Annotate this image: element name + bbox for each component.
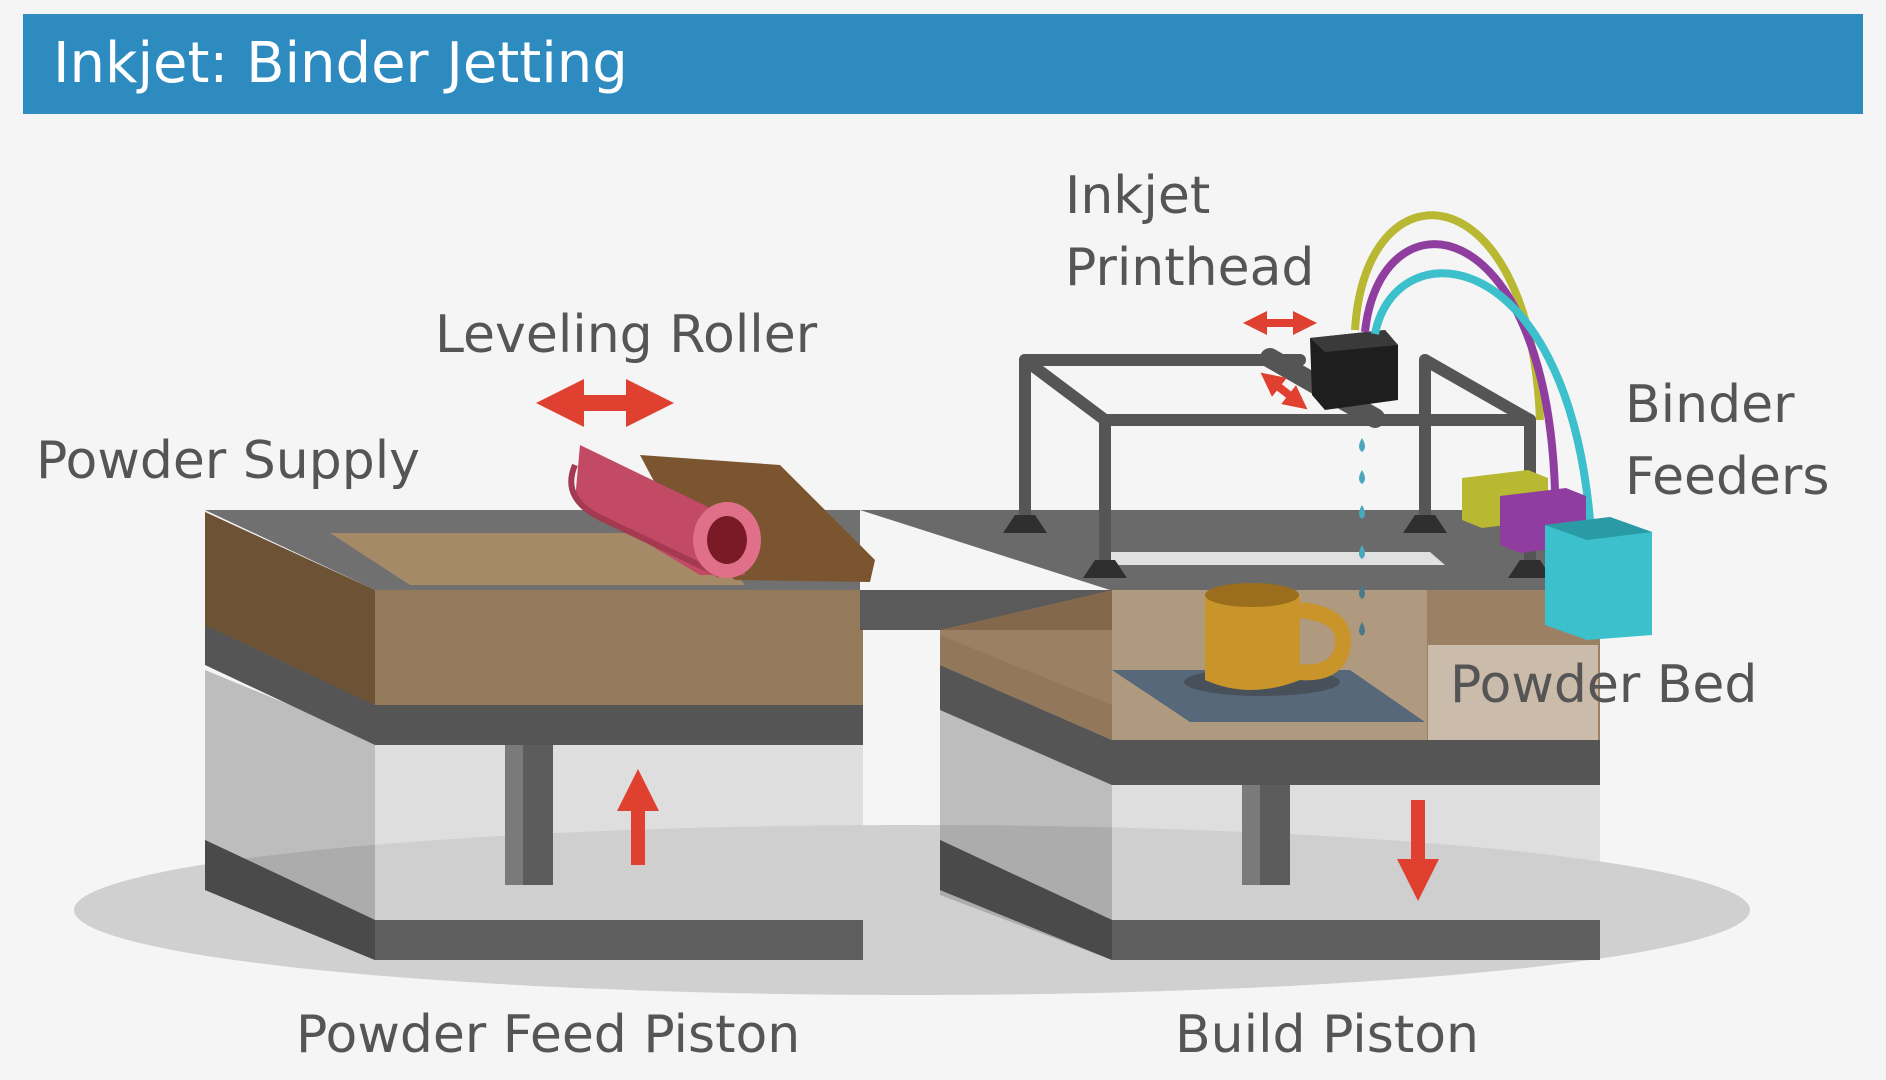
- inkjet-printhead-label-line1: Inkjet: [1065, 166, 1210, 226]
- gantry-feet: [1003, 515, 1552, 578]
- binder-feeders-label-line1: Binder: [1625, 375, 1795, 435]
- binder-feeders: [1351, 211, 1652, 640]
- leveling-roller-label: Leveling Roller: [435, 305, 818, 365]
- title-bar: Inkjet: Binder Jetting: [23, 14, 1863, 114]
- inkjet-printhead: [1310, 330, 1398, 410]
- binder-feeders-label-line2: Feeders: [1625, 447, 1830, 507]
- powder-supply-label: Powder Supply: [36, 431, 420, 491]
- page-title: Inkjet: Binder Jetting: [53, 31, 628, 96]
- inkjet-printhead-label-line2: Printhead: [1065, 238, 1314, 298]
- binder-droplets: [1359, 438, 1365, 636]
- powder-bed-label: Powder Bed: [1450, 655, 1757, 715]
- printhead-y-arrow: [1260, 372, 1308, 410]
- powder-feed-piston-label: Powder Feed Piston: [296, 1005, 800, 1065]
- build-piston-label: Build Piston: [1175, 1005, 1479, 1065]
- leveling-roller: [568, 445, 875, 582]
- printed-mug: [1184, 583, 1352, 696]
- build-chamber: [940, 552, 1600, 960]
